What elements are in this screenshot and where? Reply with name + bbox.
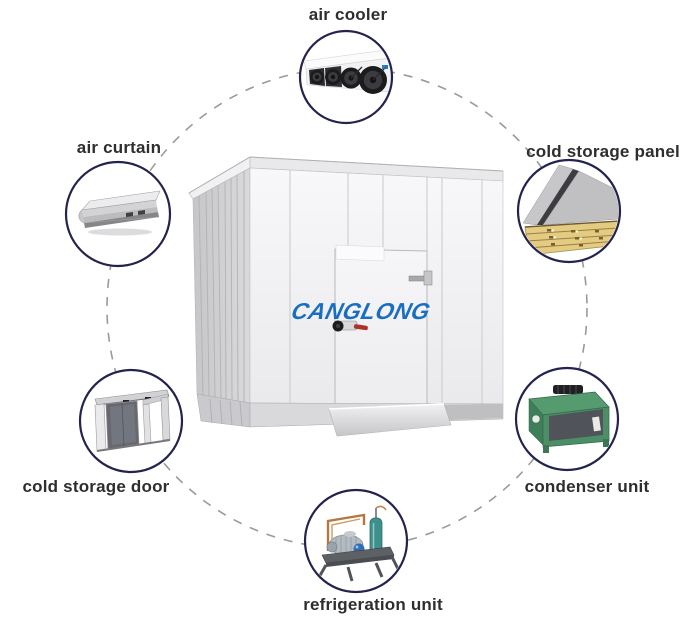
node-refrigeration-unit xyxy=(303,488,409,594)
label-refrigeration-unit: refrigeration unit xyxy=(303,595,443,614)
label-air-cooler: air cooler xyxy=(308,5,388,24)
wall-front-seams xyxy=(289,170,483,404)
door-ramp xyxy=(328,403,452,437)
connector-dashed-circle xyxy=(106,67,588,549)
door-hinge xyxy=(408,270,433,286)
cold-storage-panel-image xyxy=(522,164,619,256)
air-cooler-image xyxy=(303,49,391,94)
brand-logo: CANGLONG xyxy=(289,298,433,324)
label-cold-storage-door: cold storage door xyxy=(22,477,170,496)
door-lock xyxy=(332,320,368,332)
label-air-curtain: air curtain xyxy=(76,138,162,157)
label-cold-storage-panel: cold storage panel xyxy=(526,142,680,161)
air-curtain-image xyxy=(78,190,161,236)
cold-room-illustration: CANGLONG xyxy=(188,156,504,437)
node-condenser-unit xyxy=(514,366,620,472)
node-air-curtain xyxy=(64,160,172,268)
refrigeration-unit-image xyxy=(316,505,400,582)
wall-left xyxy=(192,167,251,404)
node-cold-storage-door xyxy=(78,368,184,474)
cold-storage-door-image xyxy=(94,389,171,452)
cold-room-door xyxy=(332,244,433,407)
node-cold-storage-panel xyxy=(516,158,622,264)
condenser-unit-image xyxy=(528,385,610,453)
wall-left-ribs xyxy=(198,171,245,402)
label-condenser-unit: condenser unit xyxy=(524,477,650,496)
node-air-cooler xyxy=(298,29,394,125)
